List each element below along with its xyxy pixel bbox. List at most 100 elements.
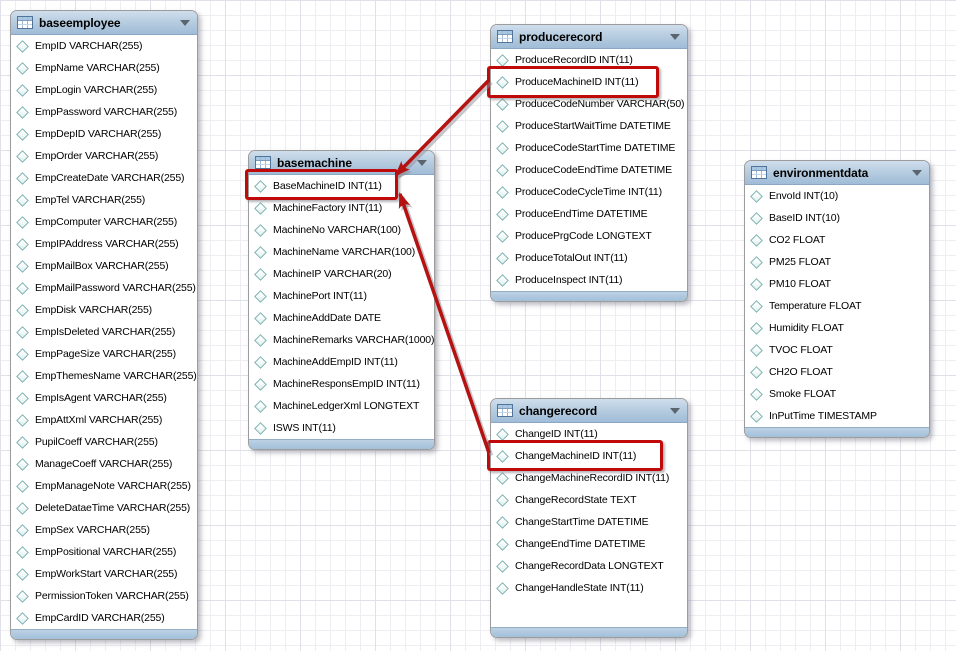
column-diamond-icon xyxy=(254,355,267,369)
field-row-tvoc[interactable]: TVOC FLOAT xyxy=(745,339,929,361)
field-row-producecodestarttime[interactable]: ProduceCodeStartTime DATETIME xyxy=(491,137,687,159)
column-diamond-icon xyxy=(496,581,509,595)
field-row-isws[interactable]: ISWS INT(11) xyxy=(249,417,434,439)
field-row-machineport[interactable]: MachinePort INT(11) xyxy=(249,285,434,307)
field-row-produceendtime[interactable]: ProduceEndTime DATETIME xyxy=(491,203,687,225)
field-row-machineaddempid[interactable]: MachineAddEmpID INT(11) xyxy=(249,351,434,373)
column-diamond-icon xyxy=(16,237,29,251)
field-text: EmpCardID VARCHAR(255) xyxy=(35,612,165,624)
field-row-producecodecycletime[interactable]: ProduceCodeCycleTime INT(11) xyxy=(491,181,687,203)
field-row-smoke[interactable]: Smoke FLOAT xyxy=(745,383,929,405)
field-row-changemachinerecordid[interactable]: ChangeMachineRecordID INT(11) xyxy=(491,467,687,489)
field-row-emppassword[interactable]: EmpPassword VARCHAR(255) xyxy=(11,101,197,123)
field-row-empisdeleted[interactable]: EmpIsDeleted VARCHAR(255) xyxy=(11,321,197,343)
table-header-changerecord[interactable]: changerecord xyxy=(491,399,687,423)
field-row-machineresponsempid[interactable]: MachineResponsEmpID INT(11) xyxy=(249,373,434,395)
field-row-emppagesize[interactable]: EmpPageSize VARCHAR(255) xyxy=(11,343,197,365)
table-icon xyxy=(751,166,767,179)
field-row-empid[interactable]: EmpID VARCHAR(255) xyxy=(11,35,197,57)
field-row-changehandlestate[interactable]: ChangeHandleState INT(11) xyxy=(491,577,687,599)
field-row-permissiontoken[interactable]: PermissionToken VARCHAR(255) xyxy=(11,585,197,607)
field-row-emptel[interactable]: EmpTel VARCHAR(255) xyxy=(11,189,197,211)
field-row-producetotalout[interactable]: ProduceTotalOut INT(11) xyxy=(491,247,687,269)
field-row-co2[interactable]: CO2 FLOAT xyxy=(745,229,929,251)
field-row-empdepid[interactable]: EmpDepID VARCHAR(255) xyxy=(11,123,197,145)
field-row-empmailpassword[interactable]: EmpMailPassword VARCHAR(255) xyxy=(11,277,197,299)
field-row-machineip[interactable]: MachineIP VARCHAR(20) xyxy=(249,263,434,285)
field-row-empworkstart[interactable]: EmpWorkStart VARCHAR(255) xyxy=(11,563,197,585)
field-row-machinefactory[interactable]: MachineFactory INT(11) xyxy=(249,197,434,219)
field-row-machineadddate[interactable]: MachineAddDate DATE xyxy=(249,307,434,329)
field-row-empthemesname[interactable]: EmpThemesName VARCHAR(255) xyxy=(11,365,197,387)
field-row-empdisk[interactable]: EmpDisk VARCHAR(255) xyxy=(11,299,197,321)
field-row-basemachineid[interactable]: BaseMachineID INT(11) xyxy=(249,175,434,197)
collapse-arrow-icon[interactable] xyxy=(670,33,680,40)
field-row-producerecordid[interactable]: ProduceRecordID INT(11) xyxy=(491,49,687,71)
field-row-empisagent[interactable]: EmpIsAgent VARCHAR(255) xyxy=(11,387,197,409)
field-row-empcreatedate[interactable]: EmpCreateDate VARCHAR(255) xyxy=(11,167,197,189)
field-row-produceprgcode[interactable]: ProducePrgCode LONGTEXT xyxy=(491,225,687,247)
field-row-empname[interactable]: EmpName VARCHAR(255) xyxy=(11,57,197,79)
field-row-empipaddress[interactable]: EmpIPAddress VARCHAR(255) xyxy=(11,233,197,255)
field-row-empcardid[interactable]: EmpCardID VARCHAR(255) xyxy=(11,607,197,629)
field-row-produceinspect[interactable]: ProduceInspect INT(11) xyxy=(491,269,687,291)
field-row-pupilcoeff[interactable]: PupilCoeff VARCHAR(255) xyxy=(11,431,197,453)
field-row-machineledgerxml[interactable]: MachineLedgerXml LONGTEXT xyxy=(249,395,434,417)
field-row-changeid[interactable]: ChangeID INT(11) xyxy=(491,423,687,445)
column-diamond-icon xyxy=(254,399,267,413)
field-row-pm25[interactable]: PM25 FLOAT xyxy=(745,251,929,273)
column-diamond-icon xyxy=(496,537,509,551)
collapse-arrow-icon[interactable] xyxy=(180,19,190,26)
field-row-temperature[interactable]: Temperature FLOAT xyxy=(745,295,929,317)
field-row-producestartwaittime[interactable]: ProduceStartWaitTime DATETIME xyxy=(491,115,687,137)
field-row-empsex[interactable]: EmpSex VARCHAR(255) xyxy=(11,519,197,541)
column-diamond-icon xyxy=(496,427,509,441)
field-row-deletedataetime[interactable]: DeleteDataeTime VARCHAR(255) xyxy=(11,497,197,519)
field-row-producecodeendtime[interactable]: ProduceCodeEndTime DATETIME xyxy=(491,159,687,181)
field-row-producecodenumber[interactable]: ProduceCodeNumber VARCHAR(50) xyxy=(491,93,687,115)
column-diamond-icon xyxy=(16,215,29,229)
field-row-ch2o[interactable]: CH2O FLOAT xyxy=(745,361,929,383)
field-row-machineremarks[interactable]: MachineRemarks VARCHAR(1000) xyxy=(249,329,434,351)
field-row-emplogin[interactable]: EmpLogin VARCHAR(255) xyxy=(11,79,197,101)
field-row-managecoeff[interactable]: ManageCoeff VARCHAR(255) xyxy=(11,453,197,475)
field-row-machinename[interactable]: MachineName VARCHAR(100) xyxy=(249,241,434,263)
field-row-envoid[interactable]: EnvoId INT(10) xyxy=(745,185,929,207)
table-header-baseemployee[interactable]: baseemployee xyxy=(11,11,197,35)
field-row-empcomputer[interactable]: EmpComputer VARCHAR(255) xyxy=(11,211,197,233)
field-row-changerecorddata[interactable]: ChangeRecordData LONGTEXT xyxy=(491,555,687,577)
field-row-empmanagenote[interactable]: EmpManageNote VARCHAR(255) xyxy=(11,475,197,497)
field-row-inputtime[interactable]: InPutTime TIMESTAMP xyxy=(745,405,929,427)
field-row-producemachineid[interactable]: ProduceMachineID INT(11) xyxy=(491,71,687,93)
field-row-emporder[interactable]: EmpOrder VARCHAR(255) xyxy=(11,145,197,167)
field-row-empmailbox[interactable]: EmpMailBox VARCHAR(255) xyxy=(11,255,197,277)
field-row-machineno[interactable]: MachineNo VARCHAR(100) xyxy=(249,219,434,241)
field-row-humidity[interactable]: Humidity FLOAT xyxy=(745,317,929,339)
collapse-arrow-icon[interactable] xyxy=(912,169,922,176)
collapse-arrow-icon[interactable] xyxy=(417,159,427,166)
field-row-emppositional[interactable]: EmpPositional VARCHAR(255) xyxy=(11,541,197,563)
field-row-changestarttime[interactable]: ChangeStartTime DATETIME xyxy=(491,511,687,533)
column-diamond-icon xyxy=(16,611,29,625)
field-row-baseid[interactable]: BaseID INT(10) xyxy=(745,207,929,229)
table-header-environmentdata[interactable]: environmentdata xyxy=(745,161,929,185)
field-row-changemachineid[interactable]: ChangeMachineID INT(11) xyxy=(491,445,687,467)
table-header-producerecord[interactable]: producerecord xyxy=(491,25,687,49)
field-row-pm10[interactable]: PM10 FLOAT xyxy=(745,273,929,295)
table-header-basemachine[interactable]: basemachine xyxy=(249,151,434,175)
field-row-changerecordstate[interactable]: ChangeRecordState TEXT xyxy=(491,489,687,511)
column-diamond-icon xyxy=(750,387,763,401)
collapse-arrow-icon[interactable] xyxy=(670,407,680,414)
column-diamond-icon xyxy=(750,211,763,225)
field-text: ChangeID INT(11) xyxy=(515,428,598,440)
field-row-changeendtime[interactable]: ChangeEndTime DATETIME xyxy=(491,533,687,555)
field-row-empattxml[interactable]: EmpAttXml VARCHAR(255) xyxy=(11,409,197,431)
column-diamond-icon xyxy=(750,321,763,335)
column-diamond-icon xyxy=(750,343,763,357)
